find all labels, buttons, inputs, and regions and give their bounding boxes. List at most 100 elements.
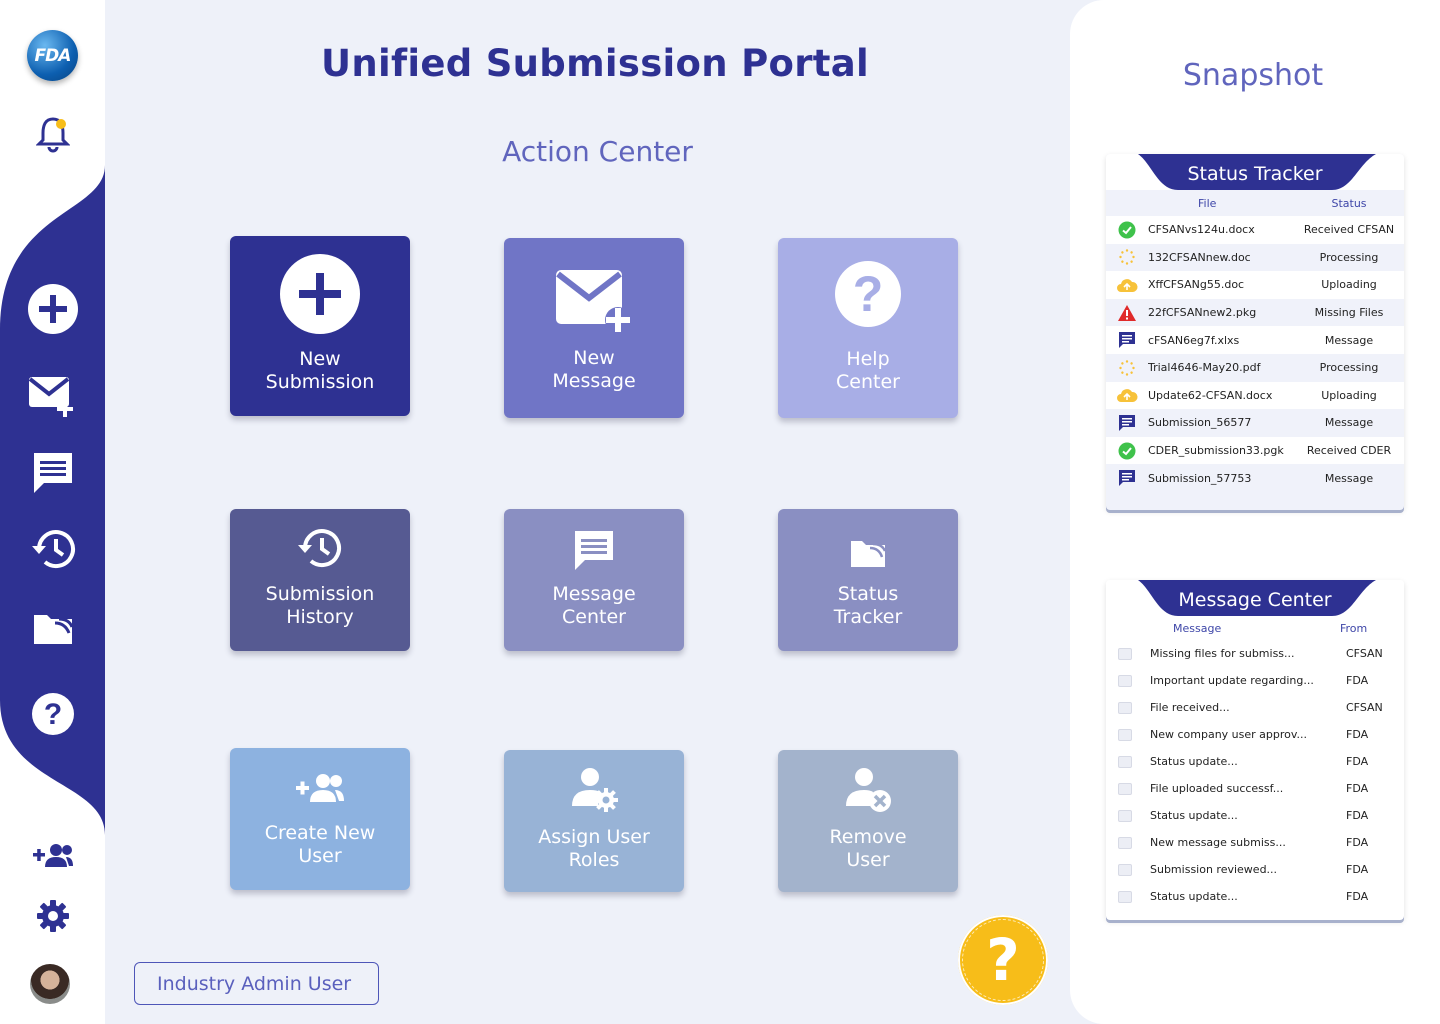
- message-checkbox[interactable]: [1118, 674, 1132, 687]
- message-icon: [1106, 414, 1148, 432]
- remove-user-tile[interactable]: Remove User: [778, 750, 958, 892]
- message-row[interactable]: Status update...FDA: [1106, 802, 1404, 829]
- current-user-badge[interactable]: Industry Admin User: [134, 962, 379, 1005]
- message-checkbox[interactable]: [1118, 809, 1132, 822]
- message-preview: New company user approv...: [1150, 728, 1308, 741]
- message-icon: [573, 529, 615, 573]
- assign-user-roles-tile[interactable]: Assign User Roles: [504, 750, 684, 892]
- submission-history-tile[interactable]: Submission History: [230, 509, 410, 651]
- status-tracker-thead: File Status: [1106, 190, 1404, 216]
- message-preview: Missing files for submiss...: [1150, 647, 1295, 660]
- status-tracker-tile[interactable]: Status Tracker: [778, 509, 958, 651]
- file-name: Submission_57753: [1148, 471, 1252, 485]
- file-status: Missing Files: [1314, 306, 1384, 320]
- message-from: FDA: [1346, 836, 1369, 849]
- message-row[interactable]: Submission reviewed...FDA: [1106, 856, 1404, 883]
- history-icon: [295, 523, 345, 573]
- message-center-icon[interactable]: [0, 450, 105, 496]
- message-center-tile[interactable]: Message Center: [504, 509, 684, 651]
- file-status: Received CFSAN: [1303, 223, 1395, 237]
- message-icon: [1106, 469, 1148, 487]
- status-tracker-icon[interactable]: [0, 606, 105, 652]
- file-name: CDER_submission33.pgk: [1148, 444, 1284, 458]
- message-checkbox[interactable]: [1118, 728, 1132, 741]
- processing-spinner-icon: [1106, 248, 1148, 266]
- file-name: Update62-CFSAN.docx: [1148, 388, 1273, 402]
- tile-label: New Submission: [265, 348, 375, 393]
- user-remove-icon: [844, 766, 892, 814]
- message-row[interactable]: File received... CFSAN: [1106, 694, 1404, 721]
- mail-plus-icon: [554, 266, 634, 336]
- message-from: CFSAN: [1346, 701, 1383, 714]
- settings-icon[interactable]: [0, 897, 105, 935]
- file-status: Uploading: [1321, 388, 1377, 402]
- tracker-row[interactable]: Update62-CFSAN.docx Uploading: [1106, 381, 1404, 410]
- plus-circle-icon: [280, 252, 360, 336]
- new-submission-tile[interactable]: New Submission: [230, 236, 410, 416]
- message-checkbox[interactable]: [1118, 782, 1132, 795]
- status-tracker-header: Status Tracker: [1106, 154, 1404, 190]
- user-gear-icon: [570, 766, 618, 812]
- message-from: CFSAN: [1346, 647, 1383, 660]
- message-row[interactable]: New company user approv...FDA: [1106, 721, 1404, 748]
- snapshot-title: Snapshot: [1182, 58, 1324, 93]
- new-submission-icon[interactable]: [0, 284, 105, 334]
- message-checkbox[interactable]: [1118, 863, 1132, 876]
- section-title: Action Center: [502, 135, 693, 168]
- new-message-tile[interactable]: New Message: [504, 238, 684, 418]
- avatar[interactable]: [30, 964, 70, 1004]
- message-preview: Status update...: [1150, 809, 1238, 822]
- col-file: File: [1198, 196, 1217, 210]
- message-row[interactable]: Status update...FDA: [1106, 883, 1404, 910]
- message-checkbox[interactable]: [1118, 890, 1132, 903]
- message-row[interactable]: Missing files for submiss... CFSAN: [1106, 640, 1404, 667]
- sidebar: FDA ?: [0, 0, 105, 1024]
- message-row[interactable]: New message submiss... FDA: [1106, 829, 1404, 856]
- tracker-row[interactable]: 22fCFSANnew2.pkg Missing Files: [1106, 298, 1404, 327]
- message-row[interactable]: Status update...FDA: [1106, 748, 1404, 775]
- tile-label: Create New User: [264, 822, 376, 867]
- fda-logo[interactable]: FDA: [27, 30, 78, 81]
- tile-label: New Message: [552, 347, 636, 392]
- file-name: 22fCFSANnew2.pkg: [1148, 306, 1257, 320]
- message-checkbox[interactable]: [1118, 701, 1132, 714]
- message-checkbox[interactable]: [1118, 755, 1132, 768]
- message-from: FDA: [1346, 863, 1369, 876]
- submission-history-icon[interactable]: [0, 526, 105, 572]
- file-status: Message: [1324, 416, 1374, 430]
- notifications-bell-icon[interactable]: [0, 112, 105, 156]
- message-center-card: Message Center Message From Missing file…: [1106, 580, 1404, 920]
- tile-label: Submission History: [265, 583, 375, 628]
- message-center-thead: Message From: [1106, 616, 1404, 640]
- help-center-tile[interactable]: ? Help Center: [778, 238, 958, 418]
- svg-text:?: ?: [43, 698, 61, 731]
- upload-cloud-icon: [1106, 277, 1148, 293]
- sidebar-background: [0, 165, 105, 1024]
- file-status: Uploading: [1321, 278, 1377, 292]
- file-status: Processing: [1319, 361, 1379, 375]
- message-preview: File received...: [1150, 701, 1230, 714]
- help-icon[interactable]: ?: [0, 690, 105, 738]
- check-circle-icon: [1106, 221, 1148, 239]
- help-fab-icon: ?: [986, 926, 1020, 994]
- message-checkbox[interactable]: [1118, 836, 1132, 849]
- help-fab-button[interactable]: ?: [958, 915, 1048, 1005]
- create-new-user-tile[interactable]: Create New User: [230, 748, 410, 890]
- message-preview: New message submiss...: [1150, 836, 1286, 849]
- help-circle-icon: ?: [834, 258, 902, 330]
- message-row[interactable]: Important update regarding...FDA: [1106, 667, 1404, 694]
- new-message-icon[interactable]: [0, 372, 105, 420]
- tile-label: Help Center: [836, 348, 900, 393]
- page-title: Unified Submission Portal: [320, 42, 869, 85]
- message-row[interactable]: File uploaded successf...FDA: [1106, 775, 1404, 802]
- message-checkbox[interactable]: [1118, 647, 1132, 660]
- create-user-icon[interactable]: [0, 840, 105, 870]
